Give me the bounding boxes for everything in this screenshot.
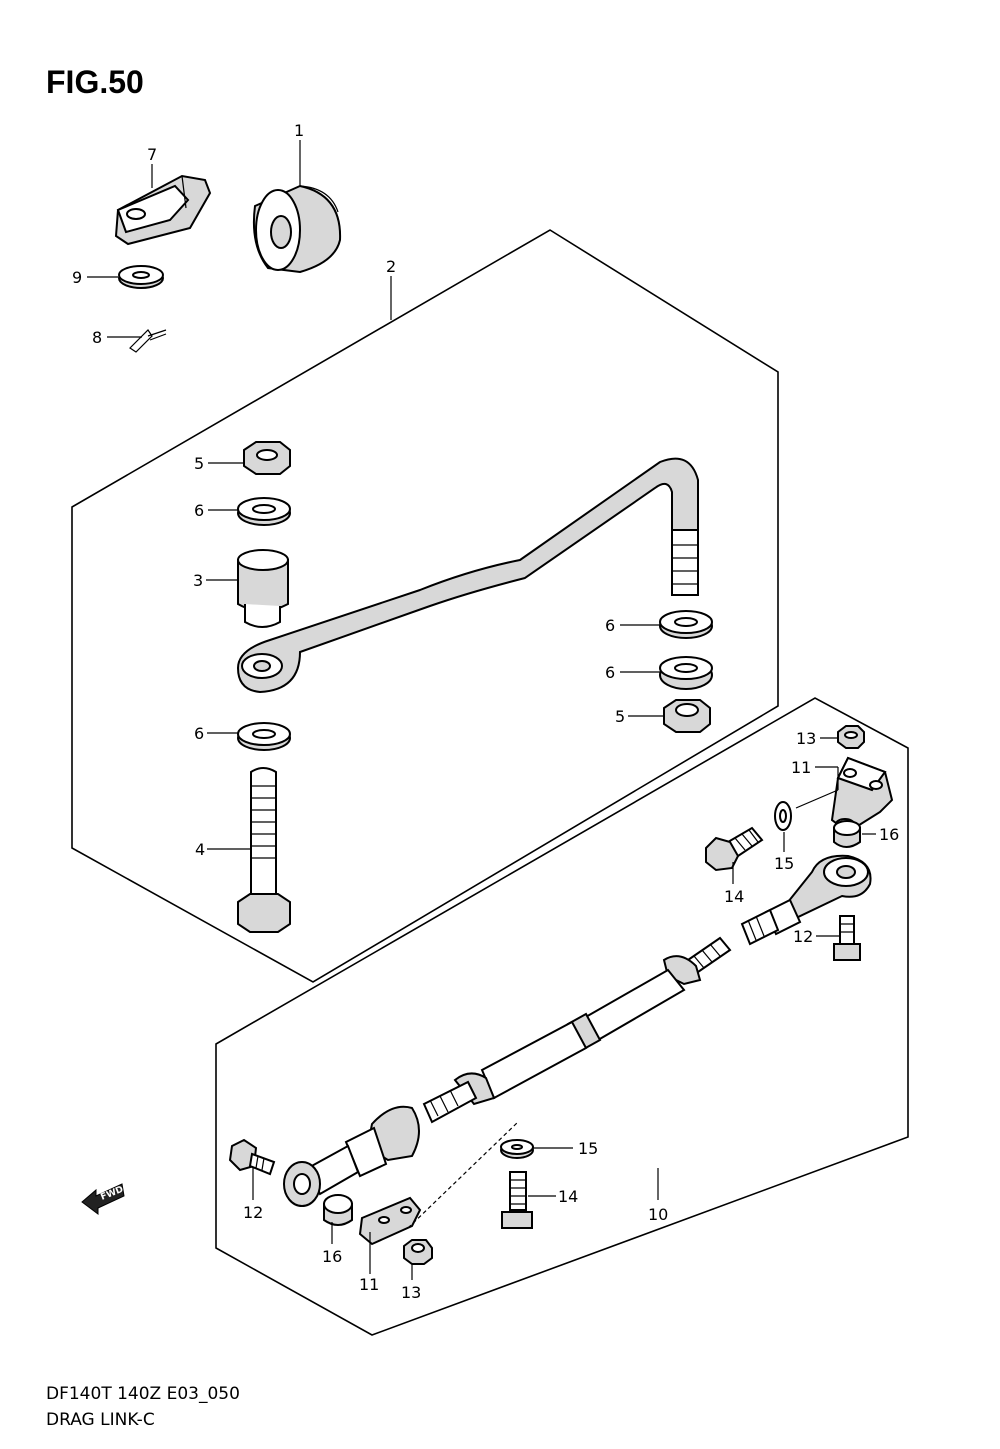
callout-3: 3 <box>193 571 203 590</box>
part-4-bolt <box>237 767 291 933</box>
part-14-bolt-lower <box>501 1171 533 1229</box>
part-9-washer <box>118 265 164 289</box>
callout-5-upper: 5 <box>194 454 204 473</box>
callout-8: 8 <box>92 328 102 347</box>
part-13-nut-lower <box>403 1239 433 1265</box>
part-15-washer-upper <box>774 801 792 831</box>
part-5-nut-upper <box>243 441 291 475</box>
figure-code: DF140T 140Z E03_050 <box>46 1384 240 1404</box>
leader-lines <box>87 140 876 1280</box>
figure-title: FIG.50 <box>46 64 144 100</box>
callout-14-upper: 14 <box>724 887 744 906</box>
callout-10: 10 <box>648 1205 668 1224</box>
callout-labels: 1 2 3 4 5 5 6 6 6 6 7 8 9 10 11 11 12 12… <box>72 121 899 1302</box>
figure-name: DRAG LINK-C <box>46 1410 155 1430</box>
part-5-nut-right <box>663 699 711 733</box>
assembly-group-10-outline <box>215 697 909 1336</box>
callout-12-upper: 12 <box>793 927 813 946</box>
fwd-arrow-icon: FWD <box>81 1183 125 1215</box>
callout-5-right: 5 <box>615 707 625 726</box>
callout-11-upper: 11 <box>791 758 811 777</box>
part-6-washer-upper-left <box>237 497 291 526</box>
callout-9: 9 <box>72 268 82 287</box>
part-10-link-rod <box>283 936 732 1207</box>
callout-12-lower: 12 <box>243 1203 263 1222</box>
callout-6-lower-left: 6 <box>194 724 204 743</box>
callout-16-upper: 16 <box>879 825 899 844</box>
callout-15-upper: 15 <box>774 854 794 873</box>
assembly-center-line <box>407 1121 519 1229</box>
callout-6-upper-left: 6 <box>194 501 204 520</box>
callout-13-lower: 13 <box>401 1283 421 1302</box>
part-15-washer-lower <box>500 1139 534 1159</box>
part-16-spacer-upper <box>833 820 861 848</box>
part-16-spacer-lower <box>323 1194 353 1226</box>
callout-16-lower: 16 <box>322 1247 342 1266</box>
part-7-bracket <box>114 174 212 246</box>
callout-7: 7 <box>147 145 157 164</box>
part-1-bushing <box>252 184 342 274</box>
assembly-group-2-outline <box>71 229 779 983</box>
part-2-drag-link <box>236 457 699 694</box>
callout-6-right-top: 6 <box>605 616 615 635</box>
part-8-cotter-pin <box>129 329 167 353</box>
callout-15-lower: 15 <box>578 1139 598 1158</box>
part-6-washer-right-bottom <box>659 656 713 690</box>
part-11-bracket-upper <box>830 756 894 834</box>
callout-4: 4 <box>195 840 205 859</box>
part-14-bolt-upper <box>705 826 764 872</box>
callout-11-lower: 11 <box>359 1275 379 1294</box>
part-6-washer-lower-left <box>237 722 291 751</box>
part-13-nut-upper <box>837 725 865 749</box>
callout-6-right-bottom: 6 <box>605 663 615 682</box>
part-12-bolt-lower <box>228 1138 276 1176</box>
callout-2: 2 <box>386 257 396 276</box>
part-10-rod-end-upper <box>740 854 872 946</box>
part-11-bracket-lower <box>358 1196 422 1246</box>
callout-1: 1 <box>294 121 304 140</box>
callout-13-upper: 13 <box>796 729 816 748</box>
part-3-collar <box>237 549 289 628</box>
callout-14-lower: 14 <box>558 1187 578 1206</box>
part-12-bolt-upper <box>833 915 861 961</box>
part-6-washer-right-top <box>659 610 713 639</box>
